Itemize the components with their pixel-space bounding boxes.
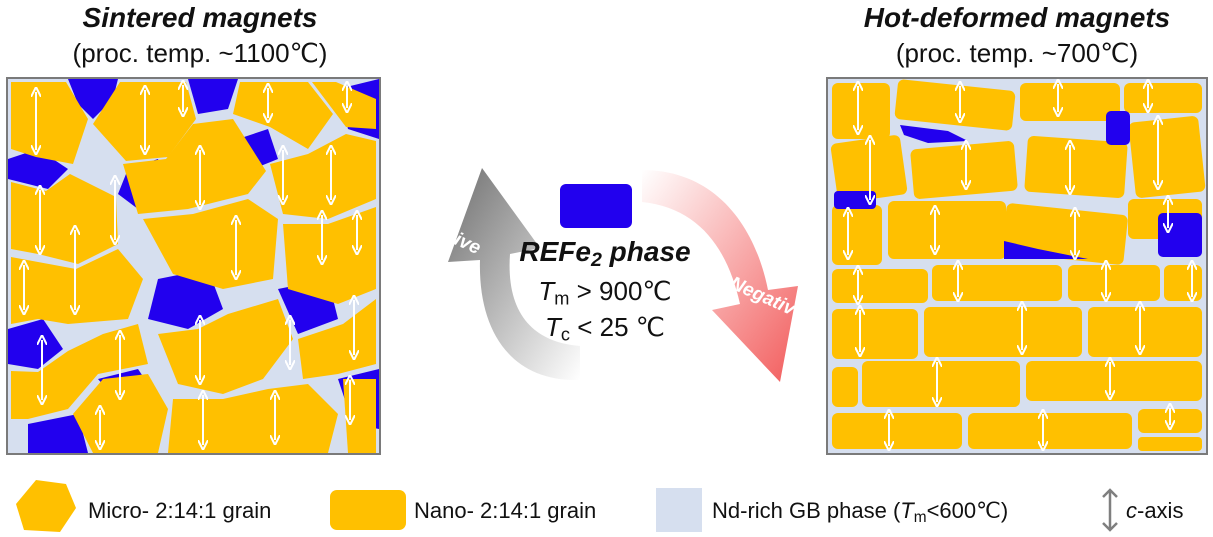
legend-c-axis: c-axis <box>1126 498 1183 524</box>
phase-name-main: REFe <box>519 236 591 267</box>
left-panel-subtitle: (proc. temp. ~1100℃) <box>72 38 328 68</box>
positive-arrow <box>448 168 580 381</box>
gb-post: <600℃) <box>926 498 1009 523</box>
tm-value: > 900℃ <box>569 276 672 306</box>
tc-value: < 25 ℃ <box>570 312 665 342</box>
caxis-italic: c <box>1126 498 1137 523</box>
legend-micro-grain: Micro- 2:14:1 grain <box>88 498 272 523</box>
gb-sub: m <box>913 508 927 526</box>
left-panel-title: Sintered magnets <box>82 2 318 33</box>
caxis-rest: -axis <box>1137 498 1184 523</box>
hot-deformed-microstructure <box>826 77 1208 455</box>
gb-phase-swatch <box>656 488 702 532</box>
right-panel-title: Hot-deformed magnets <box>863 2 1171 33</box>
curie-temperature: Tc < 25 ℃ <box>470 312 740 346</box>
gb-pre: Nd-rich GB phase ( <box>712 498 901 523</box>
refe2-phase-swatch <box>560 184 632 228</box>
phase-name-sub: 2 <box>590 248 602 271</box>
sintered-microstructure <box>6 77 381 455</box>
tm-sub: m <box>554 288 570 309</box>
gb-symbol: T <box>900 498 914 523</box>
melting-temperature: Tm > 900℃ <box>470 276 740 310</box>
center-arrows <box>448 168 798 382</box>
tc-sub: c <box>560 324 570 345</box>
nano-grain-swatch <box>330 490 406 530</box>
right-panel-subtitle: (proc. temp. ~700℃) <box>895 38 1139 68</box>
tc-symbol: T <box>545 312 561 342</box>
micro-grain-swatch <box>16 480 76 532</box>
negative-arrow <box>642 170 798 382</box>
refe2-phase-label: REFe2 phase <box>470 236 740 272</box>
legend-gb-phase: Nd-rich GB phase (Tm<600℃) <box>712 498 1008 527</box>
tm-symbol: T <box>538 276 555 306</box>
phase-name-tail: phase <box>601 236 691 267</box>
legend-nano-grain: Nano- 2:14:1 grain <box>414 498 597 523</box>
c-axis-legend-icon <box>1102 488 1118 532</box>
